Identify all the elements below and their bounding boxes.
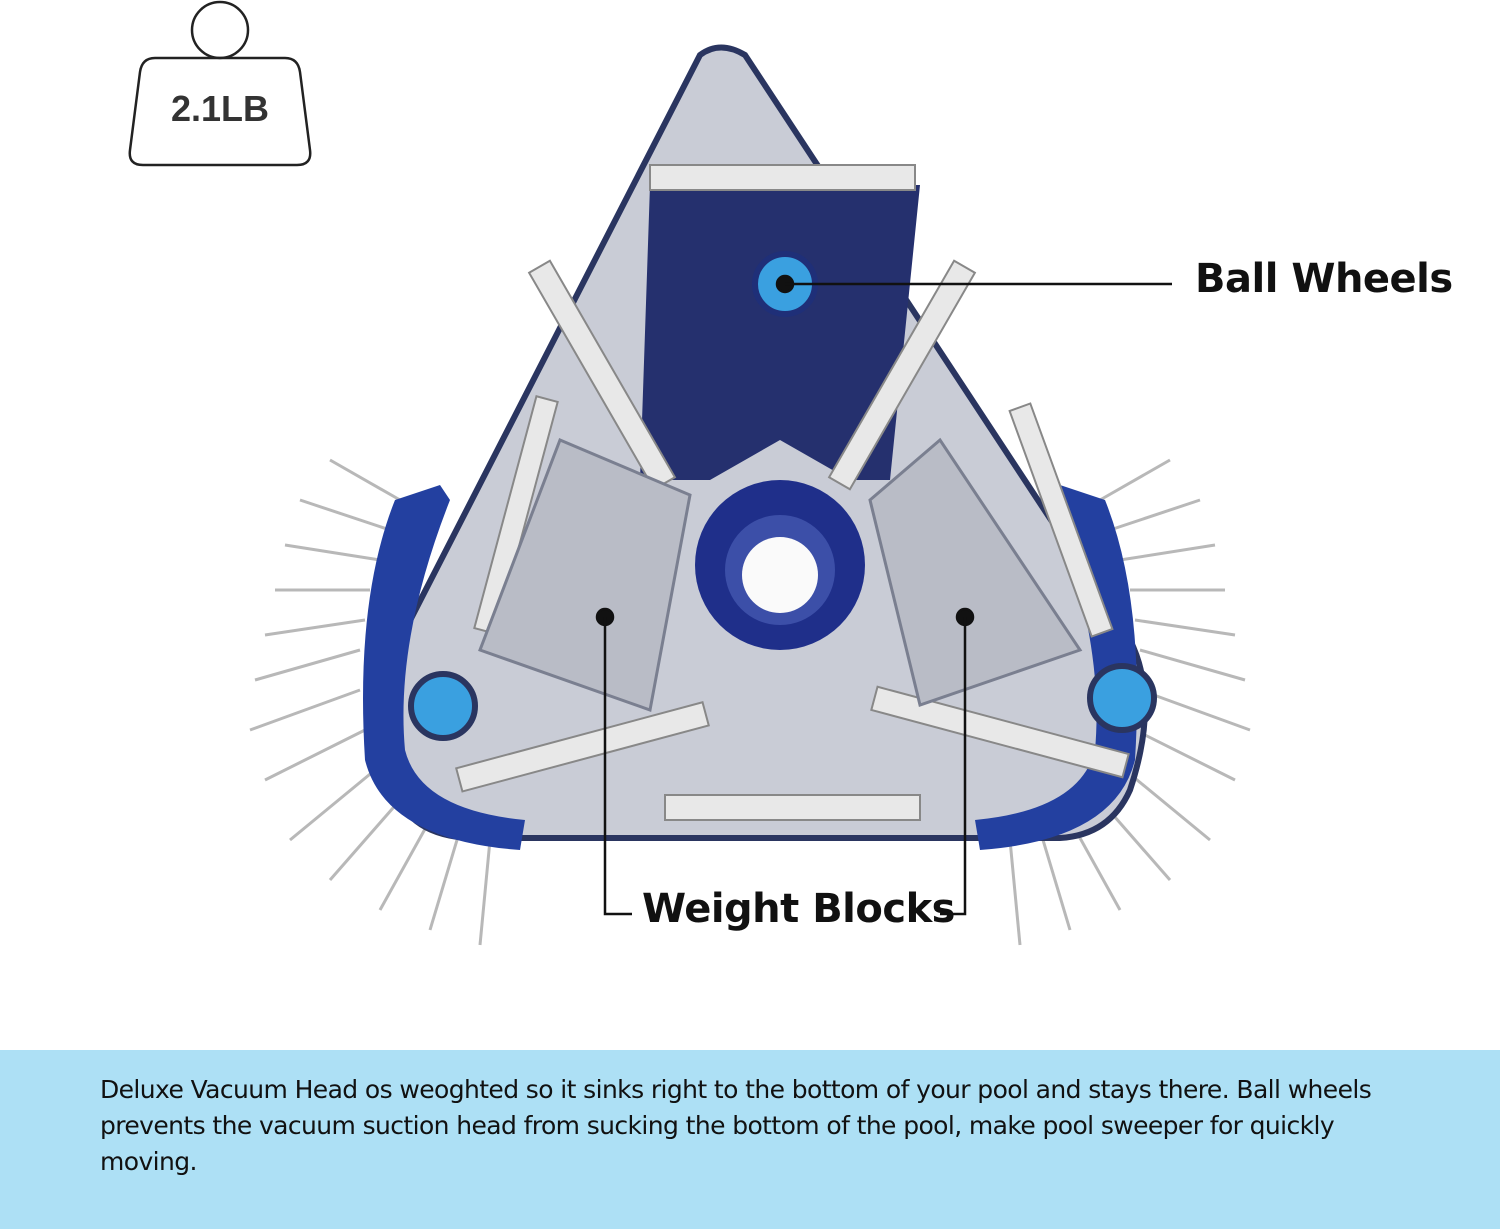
weight-icon xyxy=(128,0,312,167)
weight-blocks xyxy=(478,437,1083,712)
description-text: Deluxe Vacuum Head os weoghted so it sin… xyxy=(100,1075,1372,1176)
suction-port xyxy=(695,480,865,650)
left-bumper xyxy=(363,485,525,850)
weight-badge-label: 2.1LB xyxy=(170,88,270,129)
bottom-brush-strips xyxy=(454,164,1130,821)
callout-lines xyxy=(595,274,1172,916)
ball-wheels xyxy=(408,251,1157,741)
weight-blocks-callout: Weight Blocks xyxy=(642,886,956,932)
vacuum-head-illustration xyxy=(128,0,1251,946)
ball-wheels-callout: Ball Wheels xyxy=(1195,256,1453,302)
inner-frame xyxy=(640,185,920,480)
description-band: Deluxe Vacuum Head os weoghted so it sin… xyxy=(0,1050,1500,1229)
